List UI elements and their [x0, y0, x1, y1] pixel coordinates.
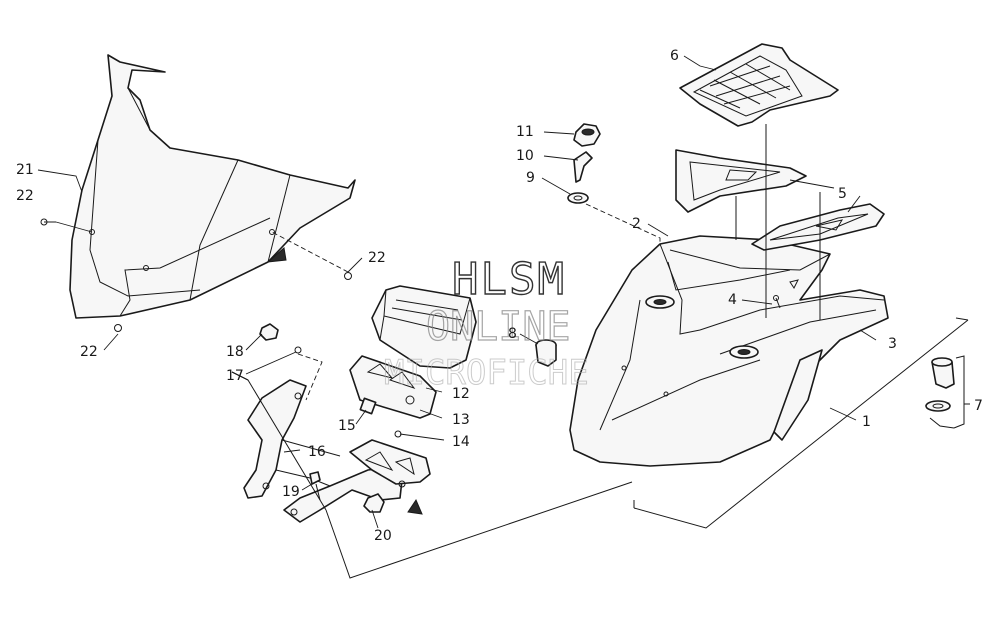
callout-12: 12: [452, 386, 470, 402]
callout-22-b: 22: [368, 250, 386, 266]
callout-13: 13: [452, 412, 470, 428]
bolt-15: [359, 397, 377, 415]
svg-text:MICROFICHE: MICROFICHE: [384, 353, 589, 393]
callout-22-a: 22: [16, 188, 34, 204]
callout-9: 9: [526, 170, 535, 186]
vent-insert-upper: [675, 149, 807, 213]
callout-11: 11: [516, 124, 534, 140]
callout-10: 10: [516, 148, 534, 164]
mount-bracket: [243, 379, 431, 523]
callout-18: 18: [226, 344, 244, 360]
bolt-19: [309, 471, 321, 501]
switch-8: [535, 339, 557, 367]
callout-7: 7: [974, 398, 983, 414]
callout-21: 21: [16, 162, 34, 178]
callout-22-c: 22: [80, 344, 98, 360]
nut-20: [363, 493, 385, 513]
hood: [569, 235, 889, 467]
callout-4: 4: [728, 292, 737, 308]
instrument-gauge: [371, 285, 477, 369]
nut-18: [259, 323, 279, 341]
callout-3: 3: [888, 336, 897, 352]
callout-14: 14: [452, 434, 470, 450]
key-10: [573, 151, 593, 183]
screw-22-c: [114, 324, 122, 332]
vent-insert-lower: [751, 203, 885, 251]
key-switch-9: [567, 192, 589, 204]
rivet-4: [773, 279, 799, 309]
windshield: [69, 54, 356, 319]
callout-5: 5: [838, 186, 847, 202]
mesh-tray: [679, 43, 839, 127]
key-cap-11: [573, 123, 601, 147]
washer-17: [294, 346, 302, 354]
screw-22-b: [344, 272, 352, 280]
callout-8: 8: [508, 326, 517, 342]
watermark: HLSM ONLINE MICROFICHE: [384, 253, 590, 393]
callout-labels: 1 2 3 4 5 6 7 8 9 10 11 12 13 14 15 16 1…: [16, 48, 983, 544]
svg-text:ONLINE: ONLINE: [426, 304, 571, 350]
callout-17: 17: [226, 368, 244, 384]
callout-16: 16: [308, 444, 326, 460]
callout-19: 19: [282, 484, 300, 500]
arrow-marker-1: [266, 247, 287, 263]
svg-text:HLSM: HLSM: [452, 254, 566, 305]
screw-22-a: [40, 218, 56, 226]
arrow-marker-2: [407, 498, 423, 515]
fuel-cap-7: [925, 357, 955, 412]
callout-2: 2: [632, 216, 641, 232]
callout-20: 20: [374, 528, 392, 544]
callout-6: 6: [670, 48, 679, 64]
callout-15: 15: [338, 418, 356, 434]
callout-1: 1: [862, 414, 871, 430]
